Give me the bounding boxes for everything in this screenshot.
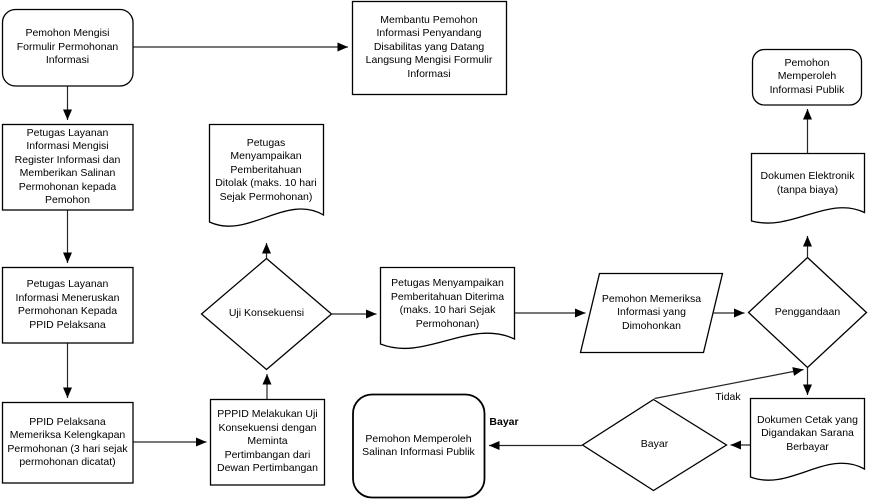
shape-memeriksa-data <box>579 272 724 354</box>
shape-start-terminator <box>1 8 134 87</box>
shape-disabilitas-process <box>351 0 508 96</box>
shape-cetak-document <box>749 397 866 481</box>
shape-salinan-terminator <box>352 393 486 499</box>
shape-publik-terminator <box>751 48 863 106</box>
shape-uji-decision <box>200 257 333 371</box>
shape-elektronik-document <box>750 152 866 224</box>
shape-periksa-process <box>1 401 134 484</box>
edge-bayar-to-penggandaan-tidak <box>654 367 804 400</box>
shape-penggandaan-decision <box>747 256 868 369</box>
shape-diterima-document <box>379 266 516 350</box>
shape-bayar-decision <box>581 398 728 492</box>
shape-teruskan-process <box>1 266 134 344</box>
shape-ditolak-document <box>208 123 325 227</box>
shape-pppid-process <box>209 398 326 486</box>
shape-register-process <box>1 123 134 211</box>
